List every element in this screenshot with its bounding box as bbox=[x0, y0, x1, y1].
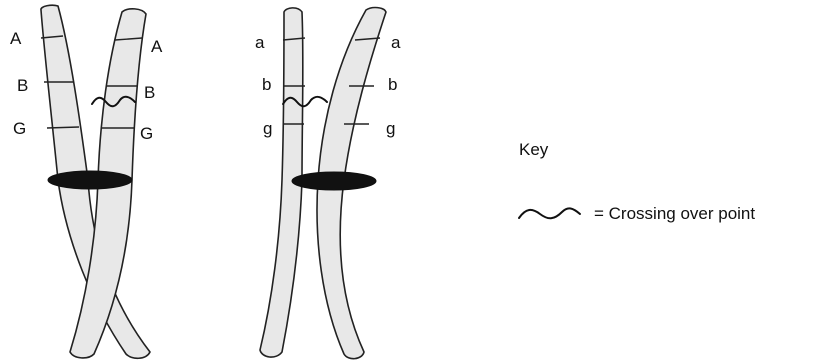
gene-label: b bbox=[262, 76, 271, 93]
gene-label: A bbox=[10, 30, 21, 47]
centromere-pair2 bbox=[292, 172, 376, 190]
gene-label: B bbox=[144, 84, 155, 101]
gene-label: g bbox=[386, 120, 395, 137]
gene-label: G bbox=[13, 120, 26, 137]
gene-label: B bbox=[17, 77, 28, 94]
gene-label: a bbox=[255, 34, 264, 51]
wavy-line-icon bbox=[519, 208, 580, 218]
centromere-pair1 bbox=[48, 171, 132, 189]
gene-label: g bbox=[263, 120, 272, 137]
gene-label: A bbox=[151, 38, 162, 55]
gene-label: b bbox=[388, 76, 397, 93]
gene-label: a bbox=[391, 34, 400, 51]
gene-label: G bbox=[140, 125, 153, 142]
crossing-over-label: = Crossing over point bbox=[594, 204, 755, 224]
key-title: Key bbox=[519, 140, 548, 160]
band-line-G-left bbox=[47, 127, 79, 128]
